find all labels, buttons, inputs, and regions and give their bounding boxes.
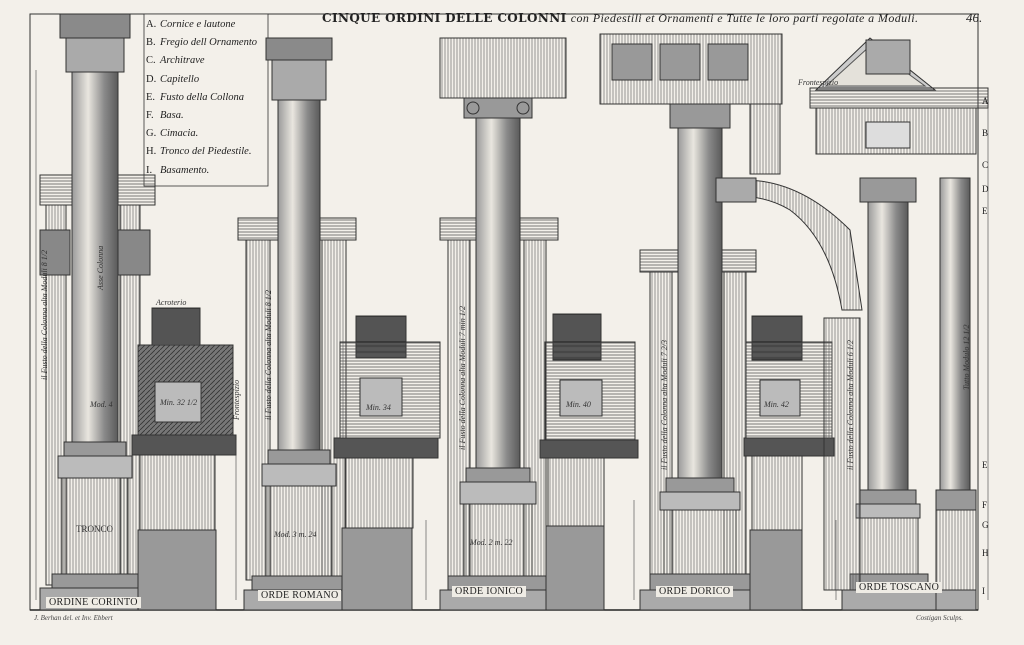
legend: A.Cornice e lautone B. Fregio dell Orname…	[146, 16, 268, 180]
side-letter: B	[982, 128, 989, 138]
side-letter: D	[982, 184, 989, 194]
legend-item: G.Cimacia.	[146, 125, 268, 143]
tutto-modulo-label: Tutto Modulo 12 1/2	[962, 324, 971, 390]
order-romano	[237, 37, 441, 611]
order-label-dorico: ORDE DORICO	[656, 586, 734, 597]
plate-title: CINQUE ORDINI DELLE COLONNI con Piedesti…	[322, 11, 918, 26]
side-letter: I	[982, 586, 985, 596]
legend-key: A.	[146, 19, 157, 30]
legend-item: I. Basamento.	[146, 162, 268, 180]
order-label-toscano: ORDE TOSCANO	[856, 582, 943, 593]
credit-left: J. Berhan del. et Inv. Ebbert	[34, 614, 113, 622]
order-dorico	[599, 33, 835, 611]
legend-text: Cimacia.	[160, 128, 199, 140]
legend-text: Fusto della Collona	[160, 91, 244, 103]
legend-key: G.	[146, 128, 157, 140]
min-42-label: Min. 42	[764, 400, 789, 409]
side-letter: E	[982, 460, 988, 470]
fusto-romano-label: il Fusto della Colonna alta Moduli 8 1/2	[264, 290, 273, 420]
side-letter: H	[982, 548, 989, 558]
order-label-ionico: ORDE IONICO	[452, 586, 527, 597]
order-toscano	[715, 37, 989, 611]
plate-title-sub: con Piedestili et Ornamenti e Tutte le l…	[570, 11, 919, 25]
fusto-ionico-label: il Fusto della Colonna alta Moduli 7 min…	[458, 306, 467, 450]
order-label-corinto: ORDINE CORINTO	[46, 597, 141, 608]
legend-key: I.	[146, 164, 153, 176]
legend-text: Basa.	[160, 110, 184, 122]
legend-text: Basamento.	[160, 164, 210, 176]
mod-2-label: Mod. 2 m. 22	[470, 538, 513, 547]
legend-text: Capitello	[160, 73, 200, 85]
page-number: 46.	[966, 10, 983, 25]
mod-3-label: Mod. 3 m. 24	[274, 530, 317, 539]
legend-key: C.	[146, 55, 156, 67]
fusto-corinto-label: il Fusto della Colonna alta Moduli 8 1/2	[40, 250, 49, 380]
side-letter: C	[982, 160, 989, 170]
side-letter: G	[982, 520, 989, 530]
fusto-dorico-label: il Fusto della Colonna alta Moduli 7 2/3	[660, 340, 669, 470]
fusto-toscano-label: il Fusto della Colonna alta Moduli 6 1/2	[846, 340, 855, 470]
legend-key: H.	[146, 146, 157, 158]
legend-text: Architrave	[160, 55, 205, 67]
legend-key: D.	[146, 73, 157, 85]
side-letter: A	[982, 96, 989, 106]
side-letter: E	[982, 206, 988, 216]
min-40-label: Min. 40	[566, 400, 591, 409]
order-ionico	[439, 37, 639, 611]
side-letter: F	[982, 500, 988, 510]
legend-item: D.Capitello	[146, 71, 268, 89]
order-label-romano: ORDE ROMANO	[258, 590, 342, 601]
legend-item: C. Architrave	[146, 52, 268, 70]
legend-text: Tronco del Piedestile.	[160, 146, 252, 158]
legend-item: H.Tronco del Piedestile.	[146, 143, 268, 161]
frontespizio-vertical-label: Frontespizio	[232, 379, 241, 420]
legend-item: A.Cornice e lautone	[146, 16, 268, 34]
order-corinto	[39, 13, 237, 611]
asse-colonna-label: Asse Colonna	[96, 245, 105, 290]
legend-item: B. Fregio dell Ornamento	[146, 34, 268, 52]
dimension-lines	[35, 70, 989, 600]
acroterio-label: Acroterio	[156, 298, 187, 307]
min-32-label: Min. 32 1/2	[160, 398, 198, 407]
plate-title-main: CINQUE ORDINI DELLE COLONNI	[322, 11, 567, 25]
legend-key: F.	[146, 110, 154, 122]
legend-item: F. Basa.	[146, 107, 268, 125]
frontespizio-label: Frontespizio	[798, 78, 839, 87]
credit-right: Costigan Sculps.	[916, 614, 964, 622]
tronco-label: TRONCO	[76, 524, 114, 534]
legend-item: E. Fusto della Collona	[146, 89, 268, 107]
mod-4-label: Mod. 4	[90, 400, 113, 409]
legend-key: E.	[146, 91, 156, 103]
legend-key: B.	[146, 37, 156, 49]
legend-text: Fregio dell Ornamento	[160, 37, 258, 49]
min-34-label: Min. 34	[366, 403, 391, 412]
legend-text: Cornice e lautone	[160, 19, 236, 30]
